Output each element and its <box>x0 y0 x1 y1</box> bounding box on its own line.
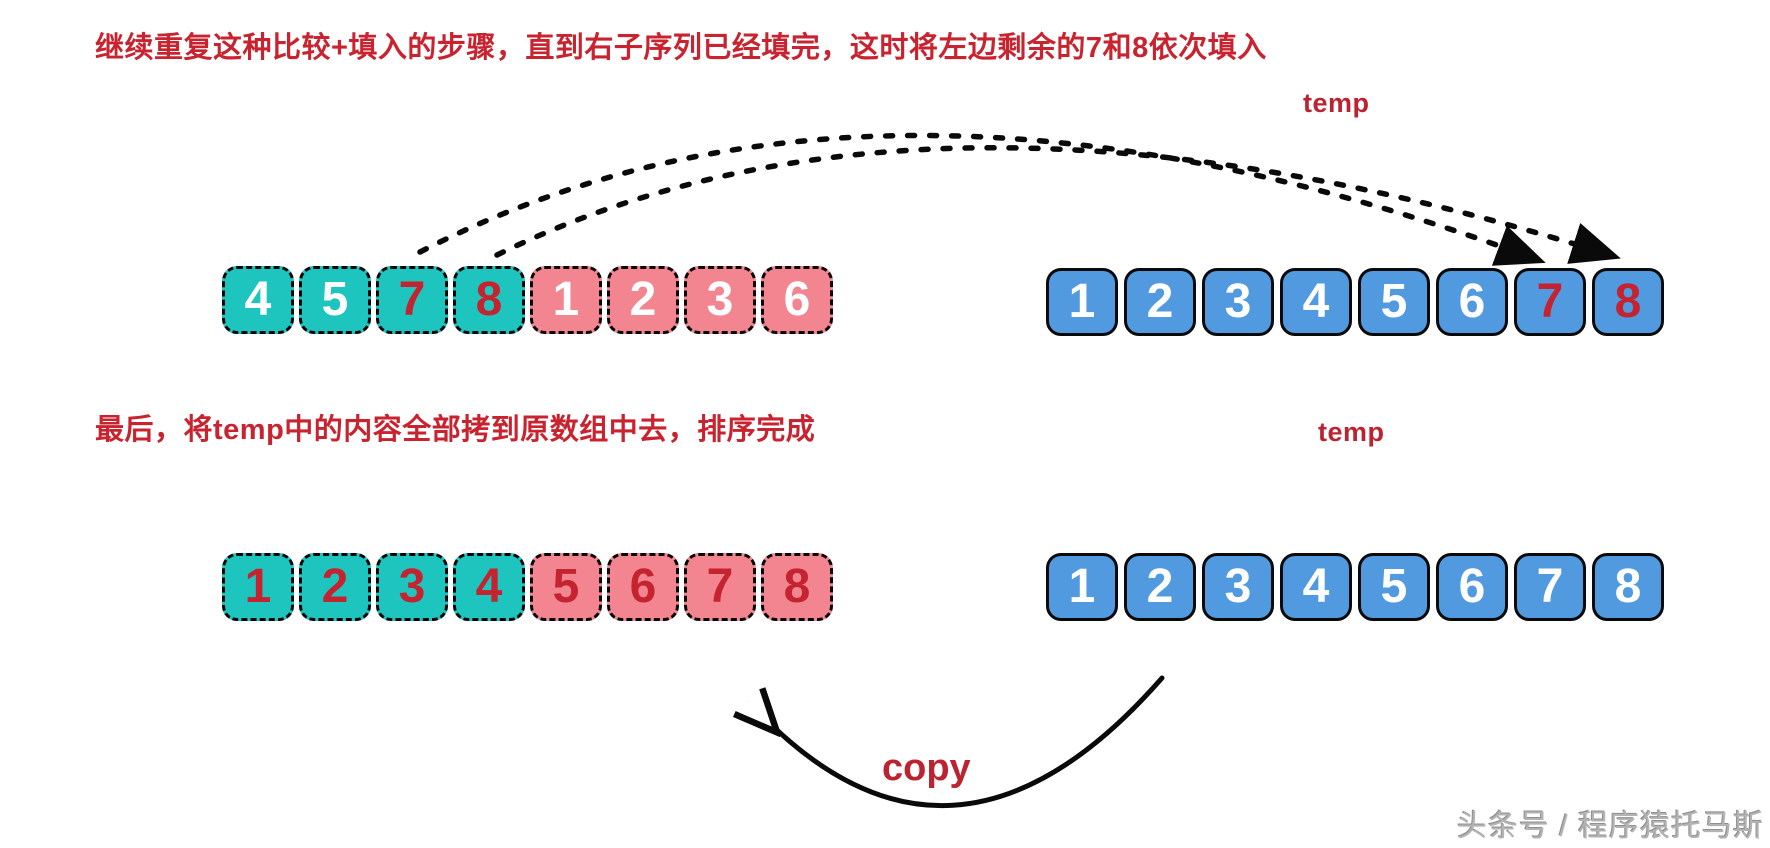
array-cell: 8 <box>761 553 833 621</box>
copy-label: copy <box>882 747 971 789</box>
array-cell: 6 <box>1436 553 1508 621</box>
array-cell: 7 <box>1514 268 1586 336</box>
array-cell: 3 <box>684 266 756 334</box>
array-cell: 3 <box>1202 553 1274 621</box>
array-cell: 1 <box>1046 268 1118 336</box>
array-cell: 2 <box>299 553 371 621</box>
array-cell: 6 <box>607 553 679 621</box>
step-description-text: 继续重复这种比较+填入的步骤，直到右子序列已经填完，这时将左边剩余的7和8依次填… <box>95 32 1267 64</box>
temp-array-label-bottom: temp <box>1318 417 1385 447</box>
array-cell: 2 <box>1124 553 1196 621</box>
array-cell: 4 <box>453 553 525 621</box>
array-cell: 4 <box>222 266 294 334</box>
array-cell: 1 <box>530 266 602 334</box>
array-cell: 5 <box>1358 268 1430 336</box>
array-cell: 6 <box>1436 268 1508 336</box>
array-cell: 1 <box>222 553 294 621</box>
array-cell: 5 <box>299 266 371 334</box>
array-cell: 7 <box>684 553 756 621</box>
array-cell: 2 <box>607 266 679 334</box>
array-cell: 3 <box>376 553 448 621</box>
watermark-text: 头条号 / 程序猿托马斯 <box>1456 810 1764 843</box>
array-cell: 8 <box>453 266 525 334</box>
array-cell: 3 <box>1202 268 1274 336</box>
array-cell: 4 <box>1280 553 1352 621</box>
array-cell: 7 <box>1514 553 1586 621</box>
array-cell: 5 <box>530 553 602 621</box>
array-cell: 1 <box>1046 553 1118 621</box>
fill-arrow-8 <box>494 145 1621 264</box>
original-array-row2: 1 2 3 4 5 6 7 8 <box>222 553 833 621</box>
array-cell: 6 <box>761 266 833 334</box>
final-description-text: 最后，将temp中的内容全部拷到原数组中去，排序完成 <box>95 414 816 446</box>
array-cell: 8 <box>1592 553 1664 621</box>
temp-array-row1: 1 2 3 4 5 6 7 8 <box>1046 268 1664 336</box>
array-cell: 2 <box>1124 268 1196 336</box>
array-cell: 4 <box>1280 268 1352 336</box>
array-cell: 8 <box>1592 268 1664 336</box>
temp-array-label-top: temp <box>1303 88 1370 118</box>
array-cell: 7 <box>376 266 448 334</box>
array-cell: 5 <box>1358 553 1430 621</box>
temp-array-row2: 1 2 3 4 5 6 7 8 <box>1046 553 1664 621</box>
fill-arrow-7 <box>417 132 1546 266</box>
source-array-row1: 4 5 7 8 1 2 3 6 <box>222 266 833 334</box>
